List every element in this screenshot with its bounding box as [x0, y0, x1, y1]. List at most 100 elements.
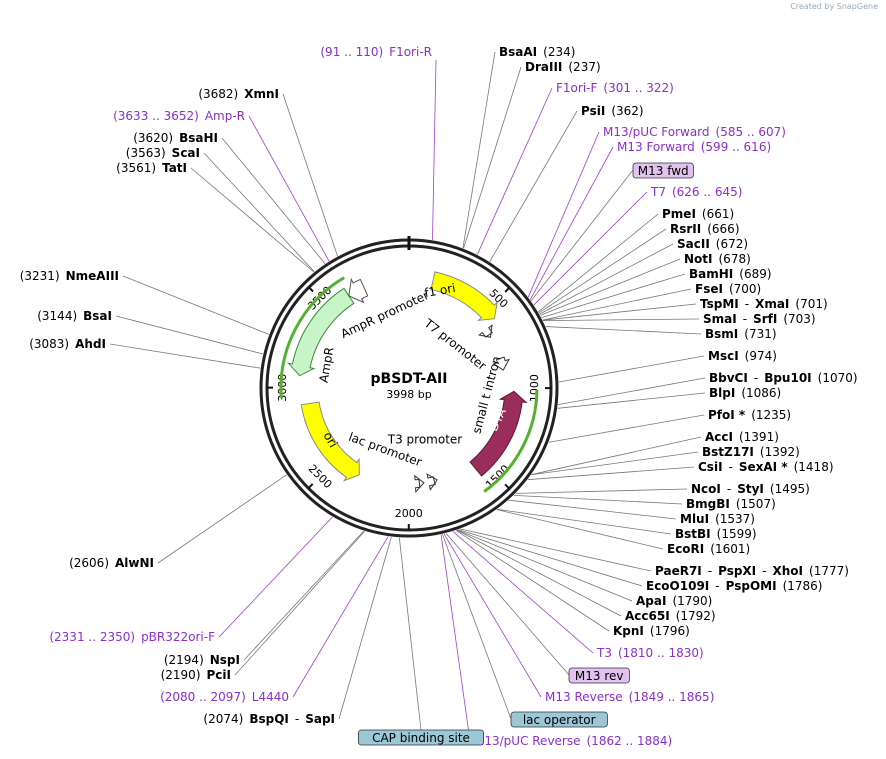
label-ecoo109i[interactable]: EcoO109I-PspOMI(1786)	[646, 579, 822, 593]
site-name: PspXI	[718, 564, 756, 578]
label-ecori[interactable]: EcoRI(1601)	[667, 542, 750, 556]
label-blpi[interactable]: BlpI(1086)	[709, 386, 781, 400]
label-tspmi[interactable]: TspMI-XmaI(701)	[700, 297, 828, 311]
label-kpni[interactable]: KpnI(1796)	[613, 624, 690, 638]
label-acc65i[interactable]: Acc65I(1792)	[625, 609, 716, 623]
label-m13-puc-forward[interactable]: M13/pUC Forward(585 .. 607)	[603, 125, 786, 139]
label-amp-r[interactable]: (3633 .. 3652)Amp-R	[113, 109, 245, 123]
site-name: Acc65I	[625, 609, 670, 623]
label-noti[interactable]: NotI(678)	[684, 252, 751, 266]
leader-line	[442, 534, 512, 720]
label-fsei[interactable]: FseI(700)	[695, 282, 761, 296]
label-bbvci[interactable]: BbvCI-Bpu10I(1070)	[709, 371, 858, 385]
label-lac-operator[interactable]: lac operator	[510, 711, 608, 728]
site-position: (2606)	[69, 556, 109, 570]
feature-t7-promoter[interactable]	[478, 324, 493, 338]
label-csii[interactable]: CsiI-SexAI *(1418)	[698, 460, 834, 474]
label-bspqi[interactable]: (2074)BspQI-SapI	[203, 712, 335, 726]
label-pbr322ori-f[interactable]: (2331 .. 2350)pBR322ori-F	[49, 630, 215, 644]
site-position: (1391)	[739, 430, 779, 444]
label-text: NotI(678)	[684, 252, 751, 266]
tick-label: 3000	[276, 374, 289, 402]
label-paer7i[interactable]: PaeR7I-PspXI-XhoI(1777)	[655, 564, 849, 578]
label-m13-forward[interactable]: M13 Forward(599 .. 616)	[617, 140, 771, 154]
label-pmei[interactable]: PmeI(661)	[662, 207, 734, 221]
label-f1ori-f[interactable]: F1ori-F(301 .. 322)	[556, 81, 674, 95]
site-name: NmeAIII	[66, 269, 119, 283]
plasmid-name: pBSDT-AII	[371, 371, 448, 387]
label-nspi[interactable]: (2194)NspI	[164, 653, 240, 667]
label-text: (3563)ScaI	[126, 146, 200, 160]
label-bsmi[interactable]: BsmI(731)	[705, 327, 777, 341]
label-bsahi[interactable]: (3620)BsaHI	[133, 131, 218, 145]
label-l4440[interactable]: (2080 .. 2097)L4440	[160, 690, 289, 704]
site-name: SacII	[677, 237, 710, 251]
tick-label: 2000	[395, 507, 423, 520]
label-psii[interactable]: PsiI(362)	[581, 104, 644, 118]
label-text: M13/pUC Reverse(1862 .. 1884)	[474, 734, 672, 748]
orf-arc	[279, 276, 345, 398]
site-name: AccI	[705, 430, 733, 444]
site-name: SexAI *	[739, 460, 788, 474]
label-cap-binding-site[interactable]: CAP binding site	[357, 729, 484, 746]
label-bmgbi[interactable]: BmgBI(1507)	[686, 497, 776, 511]
label-ahdi[interactable]: (3083)AhdI	[29, 337, 106, 351]
label-f1ori-r[interactable]: (91 .. 110)F1ori-R	[320, 45, 432, 59]
label-text: EcoRI(1601)	[667, 542, 750, 556]
label-m13-fwd[interactable]: M13 fwd	[632, 162, 694, 179]
feature-small-t-intron[interactable]	[492, 356, 511, 371]
leader-line	[157, 474, 287, 564]
site-name: PmeI	[662, 207, 696, 221]
site-name: AhdI	[75, 337, 106, 351]
label-acci[interactable]: AccI (1391)	[705, 430, 779, 444]
label-bstz17i[interactable]: BstZ17I(1392)	[702, 445, 800, 459]
label-draiii[interactable]: DraIII(237)	[525, 60, 601, 74]
label-bsai[interactable]: (3144)BsaI	[37, 309, 112, 323]
label-pcii[interactable]: (2190)PciI	[161, 668, 231, 682]
label-text: TspMI-XmaI(701)	[700, 297, 828, 311]
label-box-text: M13 rev	[575, 669, 624, 683]
feature-f1-ori[interactable]	[430, 271, 498, 322]
feature-lac-promoter[interactable]	[414, 474, 425, 493]
feature-ampr-promoter[interactable]	[348, 277, 369, 304]
feature-ori[interactable]	[300, 401, 360, 482]
feature-ampr[interactable]	[287, 287, 355, 377]
label-sacii[interactable]: SacII(672)	[677, 237, 748, 251]
label-xmni[interactable]: (3682)XmnI	[198, 87, 279, 101]
label-text: (3620)BsaHI	[133, 131, 218, 145]
label-apai[interactable]: ApaI(1790)	[636, 594, 712, 608]
label-text: (2074)BspQI-SapI	[203, 712, 335, 726]
label-m13-rev[interactable]: M13 rev	[568, 667, 630, 684]
label-m13-puc-reverse[interactable]: M13/pUC Reverse(1862 .. 1884)	[474, 734, 672, 748]
label-smai[interactable]: SmaI-SrfI(703)	[703, 312, 816, 326]
label-t3[interactable]: T3(1810 .. 1830)	[596, 646, 704, 660]
label-text: (3561)TatI	[116, 161, 187, 175]
label-bstbi[interactable]: BstBI(1599)	[675, 527, 757, 541]
label-text: Acc65I(1792)	[625, 609, 716, 623]
leader-line	[541, 273, 686, 319]
label-t7[interactable]: T7(626 .. 645)	[650, 185, 742, 199]
label-bsaai[interactable]: BsaAI(234)	[499, 45, 575, 59]
label-scai[interactable]: (3563)ScaI	[126, 146, 200, 160]
label-mlui[interactable]: MluI(1537)	[680, 512, 755, 526]
feature-t3-promoter[interactable]	[426, 473, 438, 492]
label-msci[interactable]: MscI(974)	[708, 349, 777, 363]
site-name: SmaI	[703, 312, 737, 326]
label-bamhi[interactable]: BamHI(689)	[689, 267, 772, 281]
label-pfoi[interactable]: PfoI *(1235)	[708, 408, 791, 422]
label-rsrii[interactable]: RsrII(666)	[670, 222, 740, 236]
label-m13-reverse[interactable]: M13 Reverse(1849 .. 1865)	[545, 690, 714, 704]
label-tati[interactable]: (3561)TatI	[116, 161, 187, 175]
site-name: BstBI	[675, 527, 711, 541]
leader-line	[243, 530, 365, 661]
label-box	[357, 729, 484, 746]
label-alwni[interactable]: (2606)AlwNI	[69, 556, 154, 570]
site-position: (1849 .. 1865)	[629, 690, 715, 704]
label-text: BbvCI-Bpu10I(1070)	[709, 371, 858, 385]
label-text: KpnI(1796)	[613, 624, 690, 638]
label-ncoi[interactable]: NcoI-StyI(1495)	[691, 482, 810, 496]
leader-line	[538, 213, 659, 313]
feature-dta[interactable]	[469, 390, 528, 477]
label-nmeaiii[interactable]: (3231)NmeAIII	[20, 269, 119, 283]
